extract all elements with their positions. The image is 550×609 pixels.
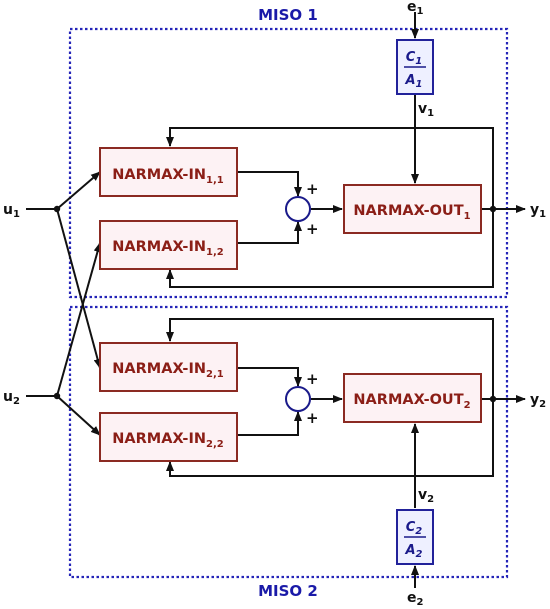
u1-junction (53, 205, 61, 213)
block-in11-box (99, 147, 238, 197)
signal-y1-label: y1 (530, 202, 546, 220)
y1-feedback-bottom-wire (166, 209, 494, 288)
signal-v1-label: v1 (418, 101, 434, 119)
in12-to-sum1-wire (237, 221, 302, 244)
block-in11: NARMAX-IN1,1 (99, 147, 238, 197)
block-out2: NARMAX-OUT2 (343, 373, 482, 423)
input-wires (26, 171, 102, 436)
sum1-node (285, 196, 311, 222)
y1-feedback-top-wire (166, 127, 494, 209)
u1-to-in11-wire (56, 171, 101, 210)
block-in21-label: NARMAX-IN2,1 (112, 361, 223, 380)
y2-junction (489, 395, 497, 403)
block-in22-box (99, 412, 238, 462)
block-out2-box (343, 373, 482, 423)
filter-1-denominator: A1 (404, 73, 422, 90)
block-in22: NARMAX-IN2,2 (99, 412, 238, 462)
miso2-frame (68, 305, 509, 579)
block-in11-label: NARMAX-IN1,1 (112, 167, 223, 186)
block-out1-label: NARMAX-OUT1 (353, 203, 470, 222)
u2-to-in12-wire (56, 242, 102, 397)
in21-to-sum2-wire (237, 367, 302, 387)
sum2-plus-bottom: + (306, 409, 319, 427)
filter-2-numerator: C2 (406, 520, 423, 537)
block-in22-label: NARMAX-IN2,2 (112, 431, 223, 450)
u2-to-in22-wire (56, 395, 101, 436)
block-in21: NARMAX-IN2,1 (99, 342, 238, 392)
signal-e1-label: e1 (407, 0, 424, 17)
block-out1-box (343, 184, 482, 234)
sum2-node (285, 386, 311, 412)
filter-2: C2 A2 (396, 509, 434, 565)
sum1-plus-top: + (306, 180, 319, 198)
filter-2-denominator: A2 (404, 543, 422, 560)
filter-1-numerator: C1 (406, 50, 423, 67)
signal-e2-label: e2 (407, 590, 424, 608)
miso2-wires (166, 318, 526, 588)
block-out2-label: NARMAX-OUT2 (353, 392, 470, 411)
block-in12-label: NARMAX-IN1,2 (112, 239, 223, 258)
miso1-title: MISO 1 (258, 6, 318, 24)
block-in12: NARMAX-IN1,2 (99, 220, 238, 270)
miso1-wires (166, 12, 526, 288)
in22-to-sum2-wire (237, 411, 302, 436)
block-out1: NARMAX-OUT1 (343, 184, 482, 234)
miso2-title: MISO 2 (258, 582, 318, 600)
in11-to-sum1-wire (237, 171, 302, 197)
miso1-frame (68, 27, 509, 299)
y2-feedback-bottom-wire (166, 399, 494, 477)
signal-y2-label: y2 (530, 392, 546, 410)
u2-junction (53, 392, 61, 400)
filter-1: C1 A1 (396, 39, 434, 95)
signal-u1-label: u1 (3, 202, 20, 220)
y2-feedback-top-wire (166, 318, 494, 399)
signal-u2-label: u2 (3, 389, 20, 407)
block-in12-box (99, 220, 238, 270)
y1-junction (489, 205, 497, 213)
signal-v2-label: v2 (418, 487, 434, 505)
sum1-plus-bottom: + (306, 220, 319, 238)
block-in21-box (99, 342, 238, 392)
sum2-plus-top: + (306, 370, 319, 388)
u1-to-in21-wire (56, 208, 102, 369)
